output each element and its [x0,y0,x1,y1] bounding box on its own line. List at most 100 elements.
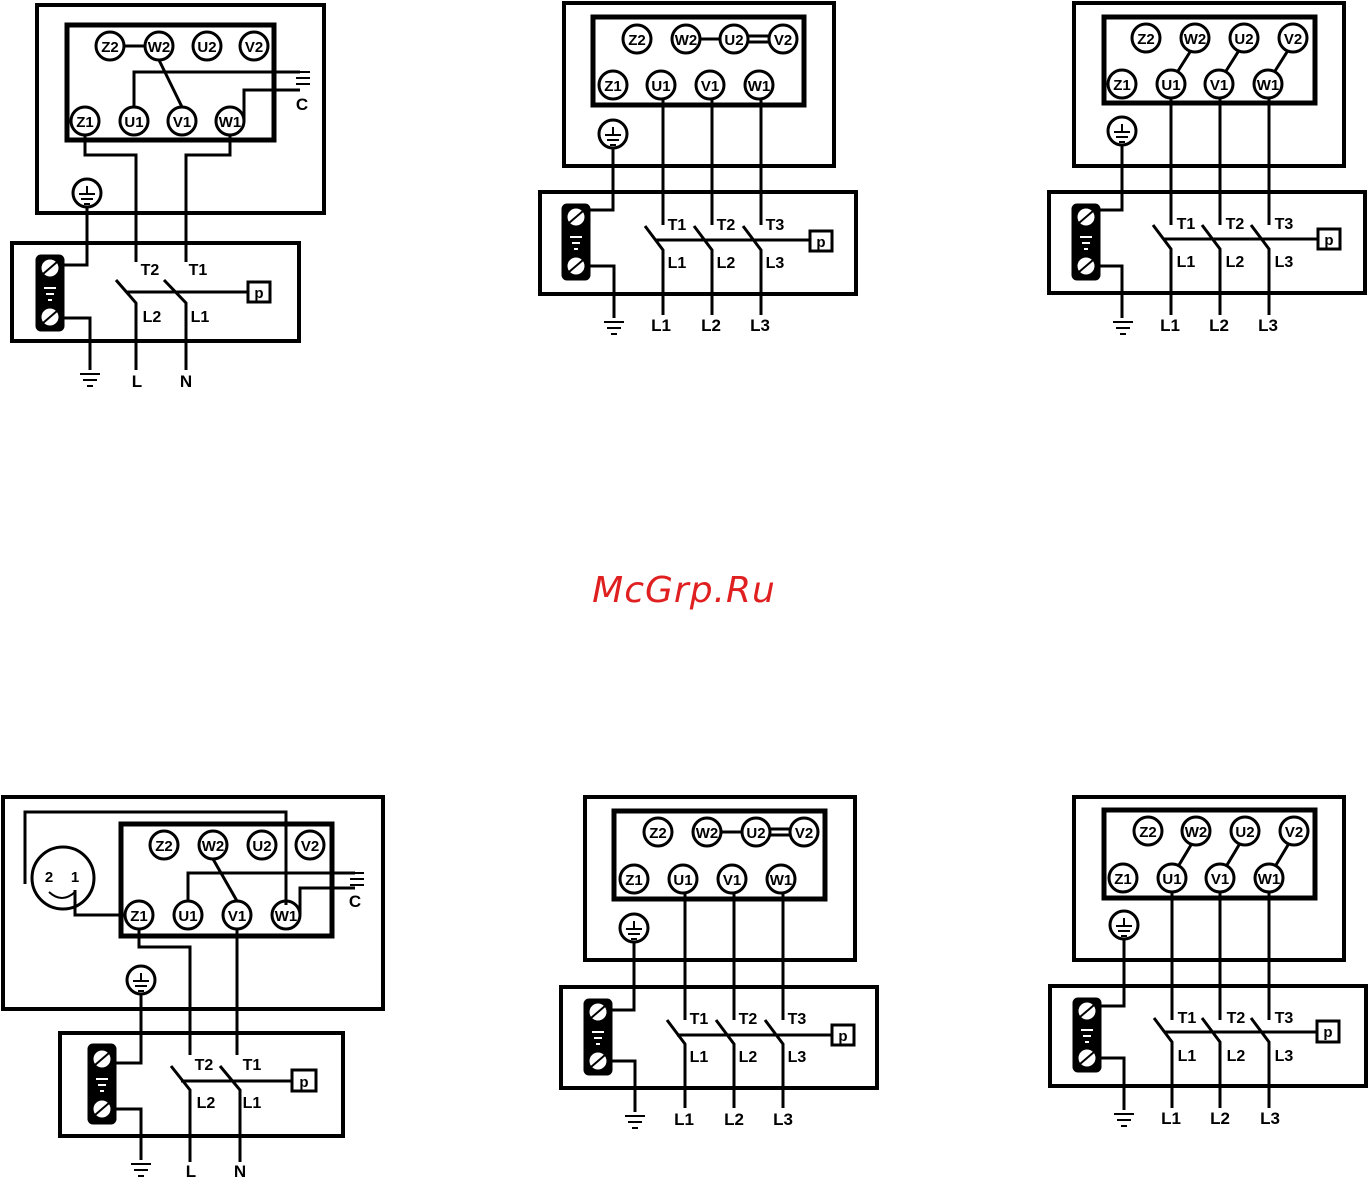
terminal-v1-label: V1 [173,114,191,131]
terminal-v1: V1 [221,899,253,931]
supply-l1: L1 [651,316,671,335]
supply-l3: L3 [1260,1109,1280,1128]
terminal-z2-label: Z2 [649,825,667,842]
protector-label: p [254,285,263,302]
protector-box [808,229,834,253]
contact-l2: L2 [1226,254,1245,271]
capacitor-label: C [296,95,308,114]
terminal-v1-label: V1 [723,872,741,889]
terminal-w2-label: W2 [1184,31,1207,48]
terminal-u1: U1 [1155,68,1187,100]
thermal-switch-icon: 2 1 [30,845,96,911]
terminal-v1-label: V1 [1211,871,1229,888]
ground-screw-block [1072,997,1102,1073]
terminal-z2: Z2 [1132,815,1164,847]
earth-symbol-icon [604,321,624,335]
ground-screw-block [87,1043,117,1125]
terminal-v2: V2 [1278,815,1310,847]
terminal-w1-label: W1 [275,908,298,925]
terminal-board [590,14,807,108]
earth-symbol-icon [625,1115,645,1129]
terminal-w1: W1 [270,899,302,931]
terminal-z2: Z2 [642,816,674,848]
terminal-v2: V2 [294,829,326,861]
diagram-single-phase-thermal-bottom: 2 1 Z2 W2 U2 V2 Z1 U1 V1 W1 C [1,795,385,1181]
terminal-w1: W1 [1253,862,1285,894]
terminal-u1-label: U1 [651,78,670,95]
terminal-v1: V1 [1204,862,1236,894]
ground-terminal-icon [1108,909,1140,941]
diagram-three-phase-top-right: Z2 W2 U2 V2 Z1 U1 V1 W1 T1 T2 T3 p L1 [1047,1,1367,335]
terminal-w2: W2 [143,30,175,62]
supply-l2: L2 [701,316,721,335]
contact-l1: L1 [668,255,687,272]
contact-l1: L1 [191,309,210,326]
ground-terminal-icon [618,912,650,944]
diagram-three-phase-top-middle: Z2 W2 U2 V2 Z1 U1 V1 W1 T1 T2 T3 p L1 [538,1,858,335]
terminal-w2-label: W2 [696,825,719,842]
terminal-u1-label: U1 [1161,77,1180,94]
terminal-w1-label: W1 [748,78,771,95]
contact-t3: T3 [1275,1010,1294,1027]
terminal-w1-label: W1 [1257,77,1280,94]
terminal-v1-label: V1 [1210,77,1228,94]
supply-l2: L2 [1210,1109,1230,1128]
terminal-z2: Z2 [148,829,180,861]
terminal-w2: W2 [670,23,702,55]
supply-l3: L3 [750,316,770,335]
contact-t2: T2 [717,217,736,234]
thermal-switch-contact-1: 1 [71,869,79,886]
terminal-v1-label: V1 [228,908,246,925]
terminal-w2: W2 [1179,22,1211,54]
terminal-z1-label: Z1 [130,908,148,925]
terminal-u1: U1 [667,863,699,895]
terminal-v2-label: V2 [1284,31,1302,48]
terminal-u2-label: U2 [252,838,271,855]
contact-t1: T1 [243,1057,262,1074]
terminal-u1: U1 [1156,862,1188,894]
terminal-v1: V1 [166,105,198,137]
protector-label: p [816,234,825,251]
terminal-w2: W2 [197,829,229,861]
terminal-z2-label: Z2 [628,32,646,49]
terminal-w2: W2 [1180,815,1212,847]
contact-l3: L3 [788,1049,807,1066]
terminal-v1-label: V1 [701,78,719,95]
terminal-z1-label: Z1 [1113,77,1131,94]
supply-l1: L1 [674,1110,694,1129]
terminal-z2-label: Z2 [1137,31,1155,48]
diagram-three-phase-bottom-middle: Z2 W2 U2 V2 Z1 U1 V1 W1 T1 T2 T3 p L1 [559,795,879,1129]
terminal-z2-label: Z2 [1139,824,1157,841]
ground-screw-block [35,254,65,332]
terminal-u2: U2 [718,23,750,55]
motor-box [562,1,836,168]
contact-l1: L1 [1178,1048,1197,1065]
contact-t3: T3 [766,217,785,234]
terminal-v2-label: V2 [795,825,813,842]
protector-box [1315,1019,1341,1044]
terminal-u1-label: U1 [178,908,197,925]
contact-t2: T2 [195,1057,214,1074]
contact-l3: L3 [1275,1048,1294,1065]
terminal-w1: W1 [214,105,246,137]
earth-symbol-icon [131,1163,151,1177]
contact-l1: L1 [690,1049,709,1066]
terminal-u2-label: U2 [1235,824,1254,841]
ground-screw-block [1071,203,1101,281]
terminal-z1: Z1 [69,105,101,137]
motor-box [1,795,385,1011]
terminal-z1: Z1 [1107,862,1139,894]
supply-line-label: L [186,1162,196,1181]
motor-box [35,3,326,215]
contact-t1: T1 [690,1011,709,1028]
switch-box [559,985,879,1090]
capacitor-label: C [349,892,361,911]
terminal-u2: U2 [246,829,278,861]
terminal-w2-label: W2 [202,838,225,855]
terminal-w2-label: W2 [675,32,698,49]
contact-t2: T2 [1226,216,1245,233]
terminal-v2-label: V2 [301,838,319,855]
supply-line-label: L [132,372,142,391]
terminal-v2: V2 [238,30,270,62]
